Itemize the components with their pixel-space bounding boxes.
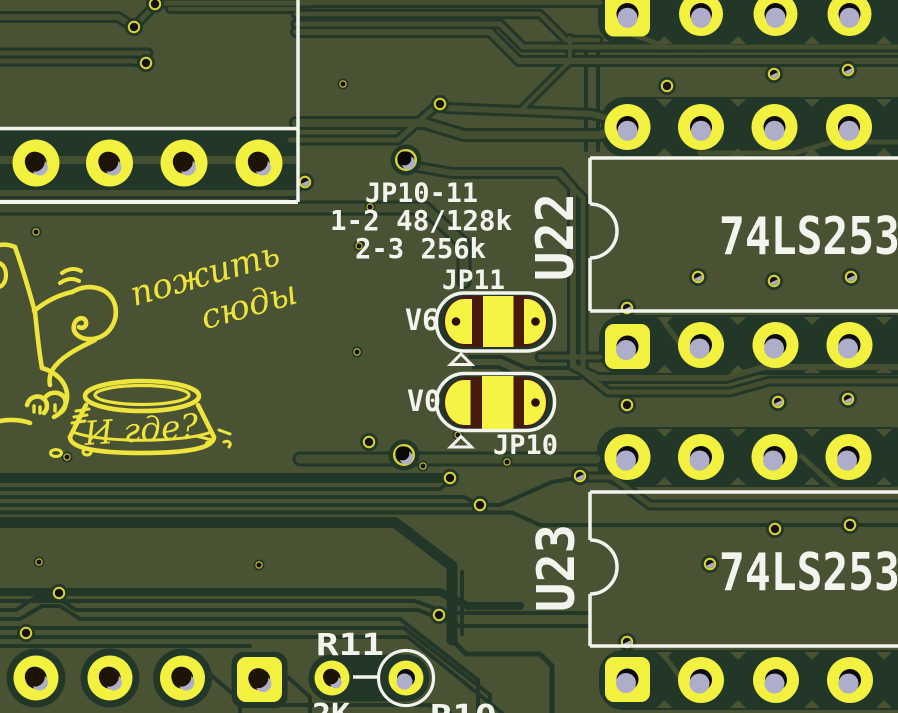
silk-value-u22: 74LS253 bbox=[719, 207, 898, 267]
cat-drawing-icon bbox=[0, 242, 232, 458]
silk-ref-r10: R10 bbox=[430, 699, 497, 713]
silk-text-jumper-note-1: JP10-11 bbox=[365, 178, 478, 209]
silk-label-jp11: JP11 bbox=[442, 265, 505, 296]
silk-text-jumper-note-2: 1-2 48/128k bbox=[330, 204, 512, 237]
graffiti-bowl-text: И где? bbox=[82, 406, 200, 453]
pads-and-vias bbox=[12, 0, 873, 703]
silk-ref-u22: U22 bbox=[526, 193, 586, 281]
silk-value-r11: 2K bbox=[312, 698, 350, 713]
silk-label-jp10: JP10 bbox=[493, 430, 558, 461]
silk-ref-u23: U23 bbox=[527, 524, 587, 612]
silk-ref-r11: R11 bbox=[316, 628, 384, 663]
silk-label-jp10-pin: V0 bbox=[407, 384, 441, 418]
silk-text-jumper-note-3: 2-3 256k bbox=[355, 232, 486, 265]
silk-label-jp11-pin: V6 bbox=[405, 303, 439, 337]
silk-value-u23: 74LS253 bbox=[719, 543, 898, 603]
